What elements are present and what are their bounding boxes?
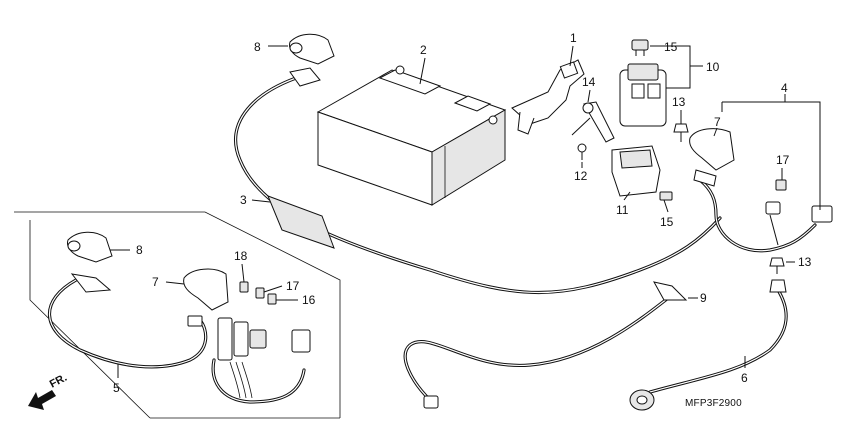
bolt-13-top bbox=[673, 123, 689, 142]
callout-14: 14 bbox=[582, 75, 596, 89]
callout-8-inset: 8 bbox=[136, 243, 143, 257]
inset-cover-7 bbox=[183, 268, 229, 311]
callout-1: 1 bbox=[570, 31, 577, 45]
battery-rubber-pad bbox=[267, 195, 335, 249]
starter-relay bbox=[619, 63, 667, 127]
callout-8-top: 8 bbox=[254, 40, 261, 54]
inset-harness bbox=[48, 273, 311, 404]
callout-15-bottom: 15 bbox=[660, 215, 674, 229]
callout-4: 4 bbox=[781, 81, 788, 95]
callout-7-inset: 7 bbox=[152, 275, 159, 289]
callout-11: 11 bbox=[616, 203, 629, 217]
terminal-cover-right bbox=[689, 128, 735, 171]
callout-numbers: 1 2 3 4 5 6 7 7 8 8 9 10 11 12 13 13 14 … bbox=[113, 31, 812, 395]
starter-relay-band bbox=[582, 101, 615, 143]
callout-16: 16 bbox=[302, 293, 316, 307]
drawing-code: MFP3F2900 bbox=[685, 398, 742, 409]
callout-3: 3 bbox=[240, 193, 247, 207]
callout-13-right: 13 bbox=[798, 255, 812, 269]
arrow-left-down-icon bbox=[28, 390, 56, 410]
callout-9: 9 bbox=[700, 291, 707, 305]
inset-fuses bbox=[239, 281, 277, 305]
ground-cable bbox=[403, 281, 688, 409]
fuse-main bbox=[631, 39, 649, 56]
callout-18: 18 bbox=[234, 249, 248, 263]
relay-stay bbox=[511, 59, 585, 135]
battery bbox=[316, 65, 507, 206]
battery-positive-cable bbox=[234, 67, 722, 295]
callout-13-top: 13 bbox=[672, 95, 686, 109]
direction-label: FR. bbox=[48, 372, 69, 391]
starter-cable-harness bbox=[693, 169, 833, 253]
callout-6: 6 bbox=[741, 371, 748, 385]
inset-terminal-cover bbox=[67, 231, 113, 263]
bolt-13-right bbox=[769, 257, 785, 274]
leader-lines bbox=[110, 45, 821, 378]
bolt-12 bbox=[577, 143, 587, 160]
fuse-spare bbox=[659, 191, 673, 201]
relay-rubber-cover bbox=[611, 145, 661, 197]
callout-5: 5 bbox=[113, 381, 120, 395]
callout-12: 12 bbox=[574, 169, 588, 183]
battery-negative-cable bbox=[629, 279, 788, 411]
terminal-cover-top bbox=[289, 33, 335, 65]
callout-17-main: 17 bbox=[776, 153, 790, 167]
inset-panel-frame bbox=[14, 211, 341, 419]
callout-2: 2 bbox=[420, 43, 427, 57]
callout-15-top: 15 bbox=[664, 40, 678, 54]
callout-7-main: 7 bbox=[714, 115, 721, 129]
callout-17-inset: 17 bbox=[286, 279, 300, 293]
callout-10: 10 bbox=[706, 60, 720, 74]
